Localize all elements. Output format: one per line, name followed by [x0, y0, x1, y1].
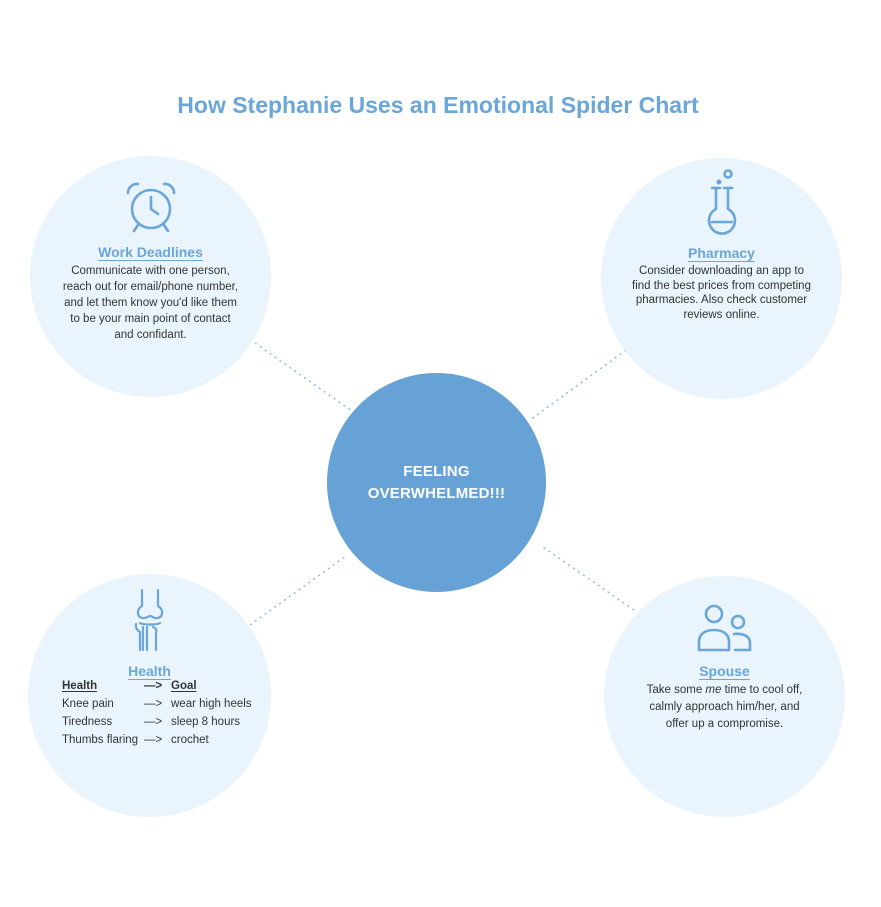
alarm-clock-icon	[126, 182, 175, 233]
table-row: Health —> Goal	[62, 680, 197, 692]
knee-joint-icon	[134, 588, 163, 652]
central-feeling-node: FEELING OVERWHELMED!!!	[327, 373, 546, 592]
flask-icon	[707, 169, 736, 235]
health-heading: Health	[128, 663, 171, 679]
table-row: Knee pain —> wear high heels	[62, 698, 252, 710]
center-line-2: OVERWHELMED!!!	[367, 484, 506, 502]
work-deadlines-text: Communicate with one person, reach out f…	[62, 265, 239, 341]
node-health: Health Health —> Goal Knee pain —> wear …	[28, 574, 271, 817]
spouse-text: Take some me time to cool off, calmly ap…	[646, 684, 803, 730]
center-line-1: FEELING	[403, 462, 470, 480]
connector-work	[254, 342, 353, 412]
page-title: How Stephanie Uses an Emotional Spider C…	[177, 92, 699, 118]
table-row: Thumbs flaring —> crochet	[62, 734, 209, 746]
node-pharmacy: Pharmacy Consider downloading an app to …	[601, 158, 842, 399]
pharmacy-heading: Pharmacy	[688, 245, 755, 261]
connector-pharmacy	[529, 349, 627, 421]
work-deadlines-heading: Work Deadlines	[98, 244, 203, 260]
health-goal-table: Health —> Goal Knee pain —> wear high he…	[62, 677, 252, 749]
table-row: Tiredness —> sleep 8 hours	[62, 716, 241, 728]
connector-health	[249, 555, 347, 626]
node-work-deadlines: Work Deadlines Communicate with one pers…	[30, 156, 271, 397]
node-spouse: Spouse Take some me time to cool off, ca…	[604, 576, 845, 817]
connector-spouse	[539, 544, 635, 611]
spouse-heading: Spouse	[699, 663, 750, 679]
people-icon	[697, 604, 751, 652]
pharmacy-text: Consider downloading an app to find the …	[632, 265, 811, 321]
